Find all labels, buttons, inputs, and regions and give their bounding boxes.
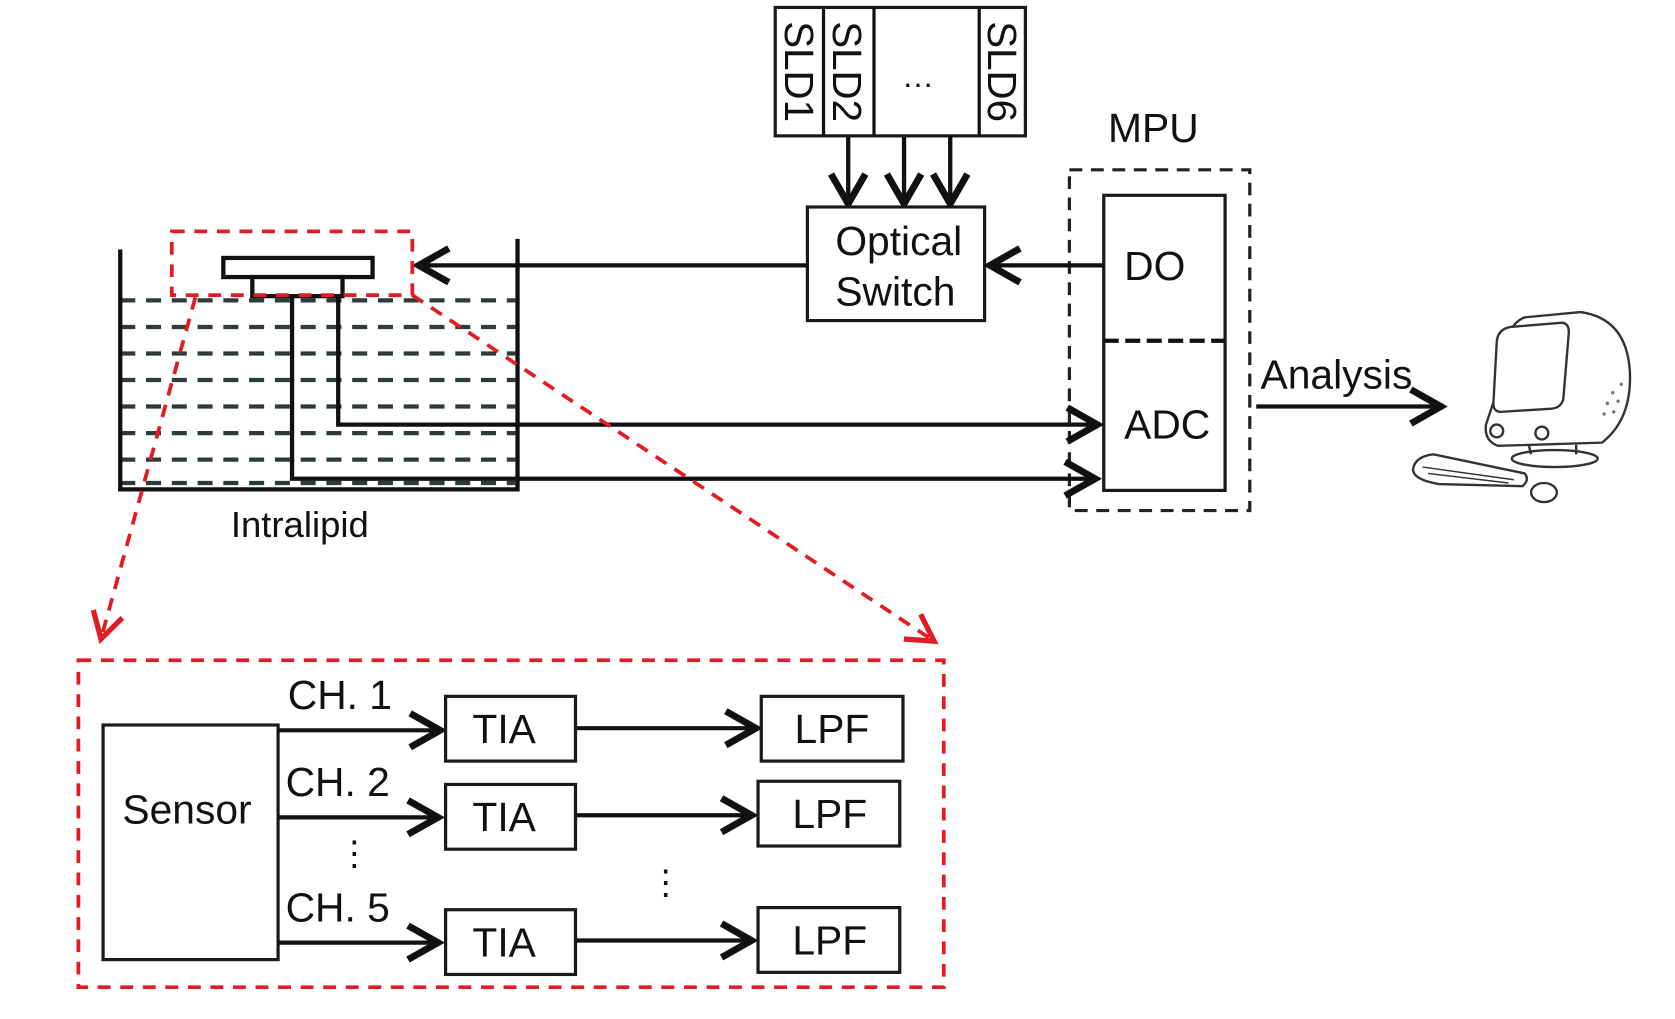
probe-sensor (250, 274, 345, 299)
lpf-2 (756, 779, 902, 848)
channel-5: CH. 5 TIA LPF (278, 885, 902, 977)
tank-walls (118, 238, 520, 492)
zoom-line-left (90, 296, 198, 645)
zoom-detail-box (76, 658, 946, 990)
probe-head (221, 255, 375, 280)
tia-5 (443, 908, 578, 977)
intralipid-label: Intralipid (231, 504, 369, 545)
tia-1 (443, 694, 578, 763)
channel-ellipsis-left: ⋮ (337, 835, 371, 873)
tia-2 (443, 782, 578, 851)
optical-switch-block: Optical Switch (805, 205, 987, 323)
channel-1: CH. 1 TIA LPF (278, 672, 905, 763)
lpf-5-label: LPF (792, 918, 867, 964)
optical-switch-line1: Optical (835, 218, 962, 264)
tia-2-label: TIA (472, 794, 535, 840)
sensor-block: Sensor (101, 723, 280, 962)
tia-5-label: TIA (472, 920, 535, 966)
sld-array: SLD1 SLD2 … SLD6 (773, 5, 1027, 138)
ch5-label: CH. 5 (286, 885, 390, 931)
ch1-label: CH. 1 (288, 672, 392, 718)
sld-array-frame (773, 5, 1027, 138)
lpf-1-label: LPF (795, 706, 870, 752)
liquid-layers (120, 298, 516, 486)
lpf-2-label: LPF (792, 791, 867, 837)
sld6-label: SLD6 (979, 21, 1025, 122)
sensor-label: Sensor (122, 787, 251, 833)
analysis-label: Analysis (1261, 352, 1413, 398)
zoom-source-box (169, 229, 415, 297)
sld1-label: SLD1 (776, 21, 822, 122)
channel-ellipsis-right: ⋮ (649, 864, 683, 902)
fiber-to-adc-1 (336, 296, 1105, 445)
adc-label: ADC (1124, 402, 1210, 448)
lpf-5 (756, 905, 902, 974)
optical-switch-line2: Switch (835, 269, 955, 315)
do-label: DO (1124, 243, 1185, 289)
mpu-title: MPU (1108, 105, 1199, 151)
mpu-boundary (1067, 168, 1252, 513)
channel-2: CH. 2 TIA LPF (278, 759, 902, 851)
desktop-computer-icon (1411, 310, 1632, 504)
ch2-label: CH. 2 (286, 759, 390, 805)
tia-1-label: TIA (472, 706, 535, 752)
zoom-line-right (411, 293, 939, 645)
do-adc-block: DO ADC (1102, 193, 1227, 493)
sld2-label: SLD2 (824, 21, 870, 122)
lpf-1 (759, 694, 905, 763)
fiber-to-adc-2 (289, 296, 1103, 499)
sld-ellipsis: … (902, 58, 934, 94)
